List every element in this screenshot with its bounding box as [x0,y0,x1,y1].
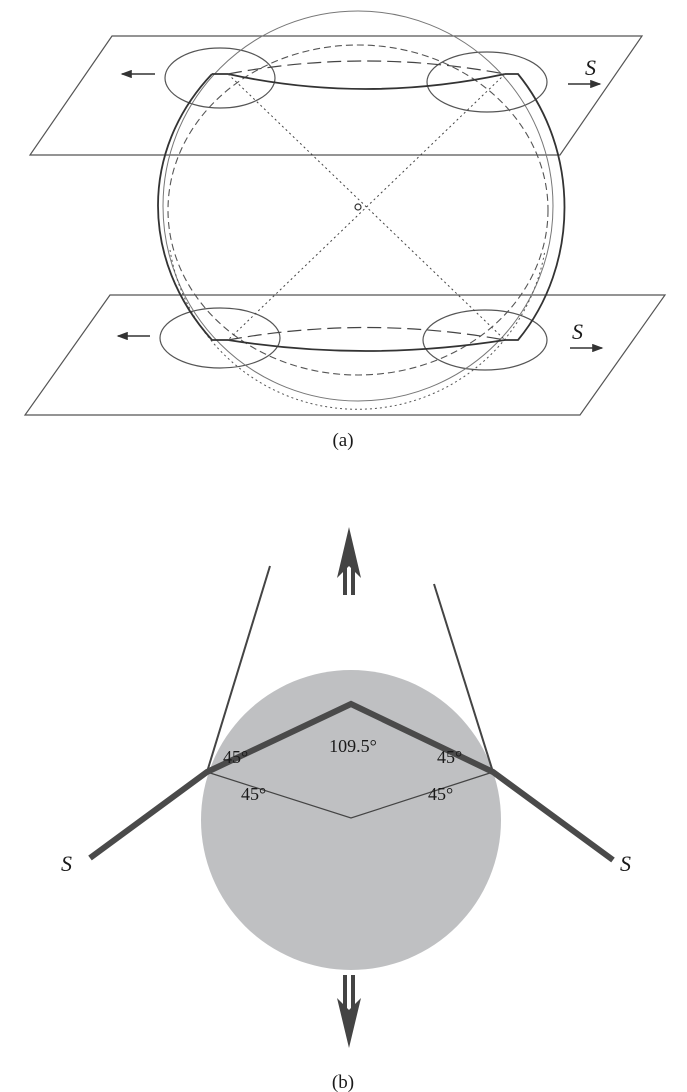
top-cap-back [227,60,506,75]
caption-a: (a) [332,430,353,451]
inner-radius-lines [206,771,494,819]
tangent-left [206,565,271,773]
figure-b: 109.5° 45° 45° 45° 45° S S (b) [61,527,631,1092]
angle-apex: 109.5° [329,736,377,756]
center-point [354,203,362,211]
arrow-down-icon [337,975,361,1048]
contact-ellipse-bottom-left [159,307,281,369]
figure-a: S S (a) [23,10,667,451]
top-plane [28,35,644,156]
label-s-top: S [585,55,596,80]
diagonal-1 [227,73,506,341]
contact-ellipse-bottom-right [422,309,548,371]
angle-right-outer: 45° [437,747,462,767]
shaded-sphere [201,670,501,970]
arrow-up-icon [337,527,361,595]
caption-b: (b) [332,1072,354,1092]
label-s-right: S [620,851,631,876]
contact-ellipse-top-right [426,51,548,113]
sphere-outline [162,10,554,402]
bottom-cap-front [227,339,506,352]
label-s-bottom: S [572,319,583,344]
bottom-cap-back [227,326,506,341]
barrel-outline [157,73,566,341]
bottom-plane [23,294,667,416]
angle-right-inner: 45° [428,784,453,804]
diagonal-2 [227,73,506,341]
sphere-dashed [167,44,549,376]
label-s-left: S [61,851,72,876]
angle-left-outer: 45° [223,747,248,767]
top-cap-front [227,73,506,90]
angle-left-inner: 45° [241,784,266,804]
surface-line [88,700,615,863]
contact-ellipse-top-left [164,47,276,109]
tangent-right [433,583,494,773]
